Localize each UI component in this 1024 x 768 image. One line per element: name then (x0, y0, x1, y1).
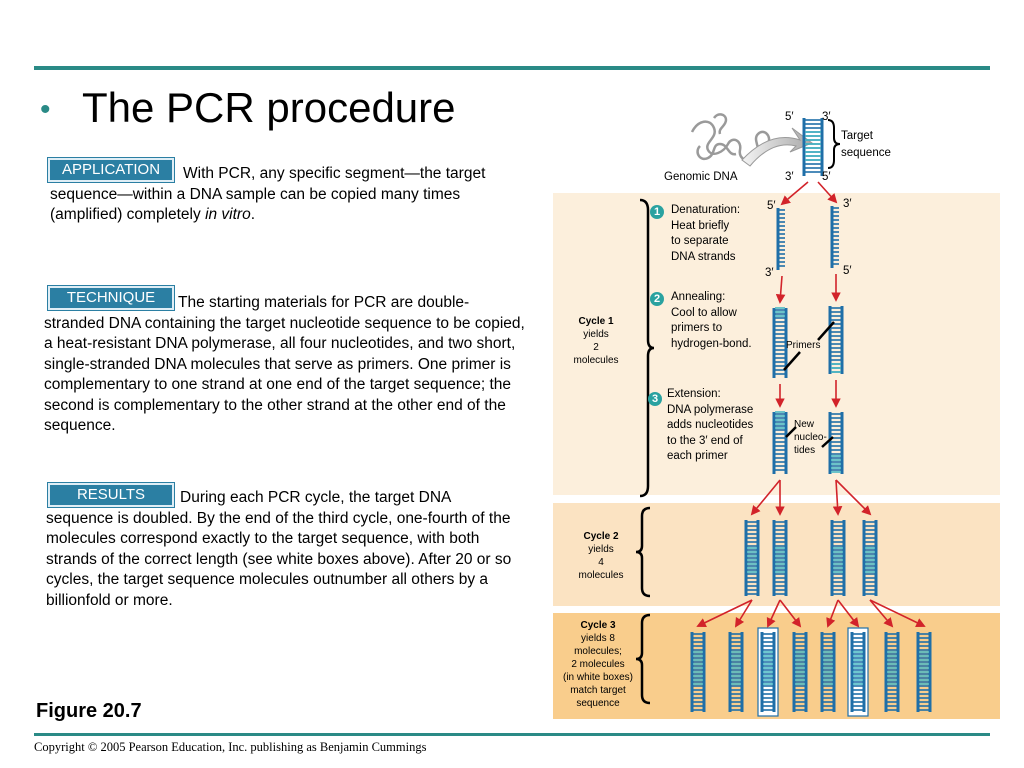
end-label-bottom-left: 3′ (785, 171, 794, 183)
step-2-line: Annealing: (671, 291, 726, 303)
new-nucleotides-line: nucleo- (794, 432, 827, 443)
target-brace (827, 119, 841, 169)
application-tag: APPLICATION (48, 158, 174, 182)
step-2-text: Annealing: Cool to allow primers to hydr… (671, 290, 752, 352)
top-rule (34, 66, 990, 70)
new-nucleotides-label: New nucleo- tides (794, 418, 827, 457)
application-text-main: With PCR, any specific segment—the targe… (50, 165, 486, 223)
denatured-end-3-left: 3′ (765, 267, 774, 279)
application-text-end: . (250, 206, 256, 223)
target-highlight (805, 131, 821, 161)
cycle1-title: Cycle 1 (578, 316, 614, 327)
step-1-badge: 1 (650, 205, 664, 219)
end-label-bottom-right: 5′ (822, 171, 831, 183)
genomic-dna-coil (690, 113, 771, 162)
cycle2-line: 4 (598, 557, 604, 568)
cycle2-line: molecules (578, 570, 624, 581)
end-label-top-left: 5′ (785, 111, 794, 123)
results-tag: RESULTS (48, 483, 174, 507)
base-pairs (805, 119, 821, 173)
step-3-text: Extension: DNA polymerase adds nucleotid… (667, 387, 753, 465)
title-bullet: • (40, 93, 51, 126)
step-3-badge: 3 (648, 392, 662, 406)
slide-title: The PCR procedure (82, 84, 456, 131)
new-nucleotides-line: New (794, 419, 815, 430)
figure-label: Figure 20.7 (36, 700, 142, 722)
technique-tag: TECHNIQUE (48, 286, 174, 310)
denatured-end-3-right: 3′ (843, 198, 852, 210)
cycle1-line: 2 (593, 342, 599, 353)
target-label-line1: Target (841, 130, 873, 142)
denatured-end-5-left: 5′ (767, 200, 776, 212)
step-1-text: Denaturation: Heat briefly to separate D… (671, 203, 740, 265)
cycle2-line: yields (588, 544, 614, 555)
step-2-line: primers to (671, 322, 723, 334)
technique-text: The starting materials for PCR are doubl… (44, 294, 525, 434)
target-label-line2: sequence (841, 147, 891, 159)
step-2-line: Cool to allow (671, 306, 737, 319)
step-1-line: Heat briefly (671, 219, 730, 232)
cycle1-line: molecules (573, 355, 619, 366)
step-1-line: Denaturation: (671, 204, 741, 216)
step-1-line: to separate (671, 235, 729, 247)
denatured-end-5-right: 5′ (843, 265, 852, 277)
cycle1-line: yields (583, 329, 609, 340)
step-2-badge: 2 (650, 292, 664, 306)
step-2-line: hydrogen-bond. (671, 337, 752, 350)
cycle3-line: match target (570, 685, 626, 696)
step-3-line: adds nucleotides (667, 419, 754, 431)
step-3-line: to the 3′ end of (667, 434, 743, 447)
cycle3-line: yields 8 (581, 633, 615, 644)
genomic-dna-label: Genomic DNA (664, 171, 738, 183)
step-3-line: Extension: (667, 388, 721, 400)
cycle2-title: Cycle 2 (583, 531, 619, 542)
cycle3-line: 2 molecules (571, 659, 625, 670)
bottom-rule (34, 733, 990, 736)
primers-label: Primers (786, 340, 821, 351)
end-label-top-right: 3′ (822, 111, 831, 123)
step-1-line: DNA strands (671, 250, 736, 263)
copyright-notice: Copyright © 2005 Pearson Education, Inc.… (34, 740, 427, 754)
genomic-to-target-arrow (741, 127, 814, 167)
cycle2-label: Cycle 2 yields 4 molecules (570, 530, 632, 582)
cycle1-label: Cycle 1 yields 2 molecules (565, 315, 627, 367)
new-nucleotides-line: tides (794, 445, 816, 456)
results-text: During each PCR cycle, the target DNA se… (46, 489, 512, 609)
cycle3-line: molecules; (574, 646, 622, 657)
application-text: With PCR, any specific segment—the targe… (50, 164, 520, 226)
step-3-line: DNA polymerase (667, 403, 754, 416)
cycle3-line: (in white boxes) (562, 672, 634, 683)
cycle3-title: Cycle 3 (580, 620, 616, 631)
step-3-line: each primer (667, 450, 728, 462)
application-text-italic: in vitro (205, 206, 251, 223)
cycle3-label: Cycle 3 yields 8 molecules; 2 molecules … (556, 619, 640, 710)
cycle3-line: sequence (576, 698, 620, 709)
